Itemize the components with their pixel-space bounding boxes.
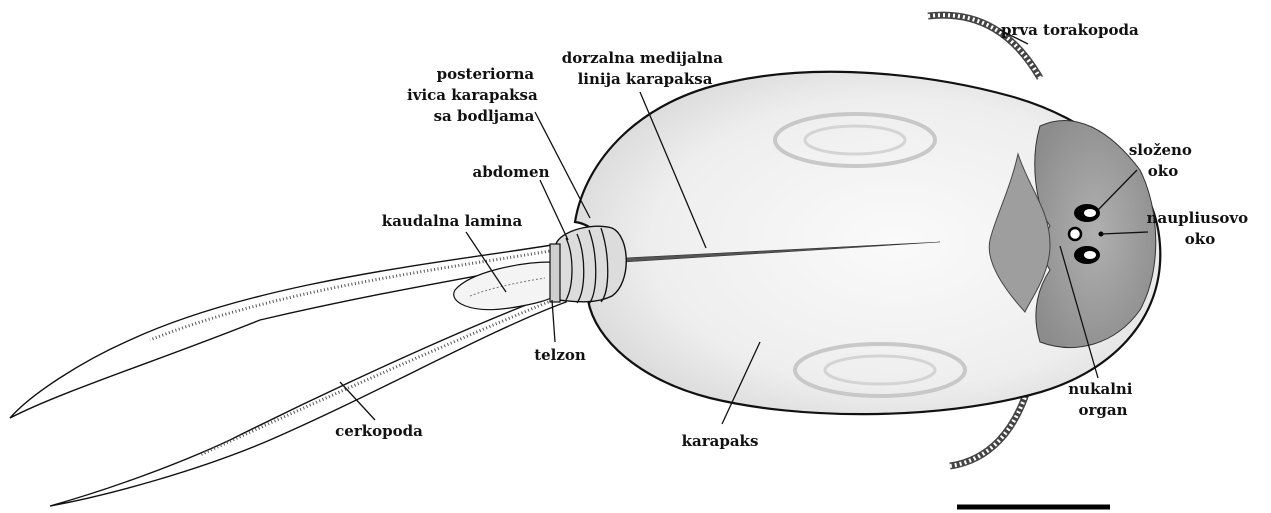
telson bbox=[550, 244, 560, 302]
compound-eye-lower bbox=[1074, 246, 1100, 264]
label-posteriorna-ivica: posteriorna ivica karapaksa sa bodljama bbox=[407, 65, 543, 125]
cercopod-lower bbox=[50, 292, 566, 506]
label-cerkopoda: cerkopoda bbox=[335, 422, 423, 440]
label-abdomen: abdomen bbox=[472, 163, 549, 181]
nauplius-eye bbox=[1069, 228, 1081, 240]
compound-eye-upper bbox=[1074, 204, 1100, 222]
label-nukalni-organ: nukalni organ bbox=[1068, 380, 1137, 419]
label-naupliusovo-oko: naupliusovo oko bbox=[1147, 209, 1254, 248]
label-telzon: telzon bbox=[534, 346, 586, 364]
label-kaudalna-lamina: kaudalna lamina bbox=[382, 212, 523, 230]
label-dorzalna-medijalna: dorzalna medijalna linija karapaksa bbox=[562, 49, 728, 88]
label-karapaks: karapaks bbox=[682, 432, 759, 450]
label-prva-torakopoda: prva torakopoda bbox=[1001, 21, 1139, 39]
